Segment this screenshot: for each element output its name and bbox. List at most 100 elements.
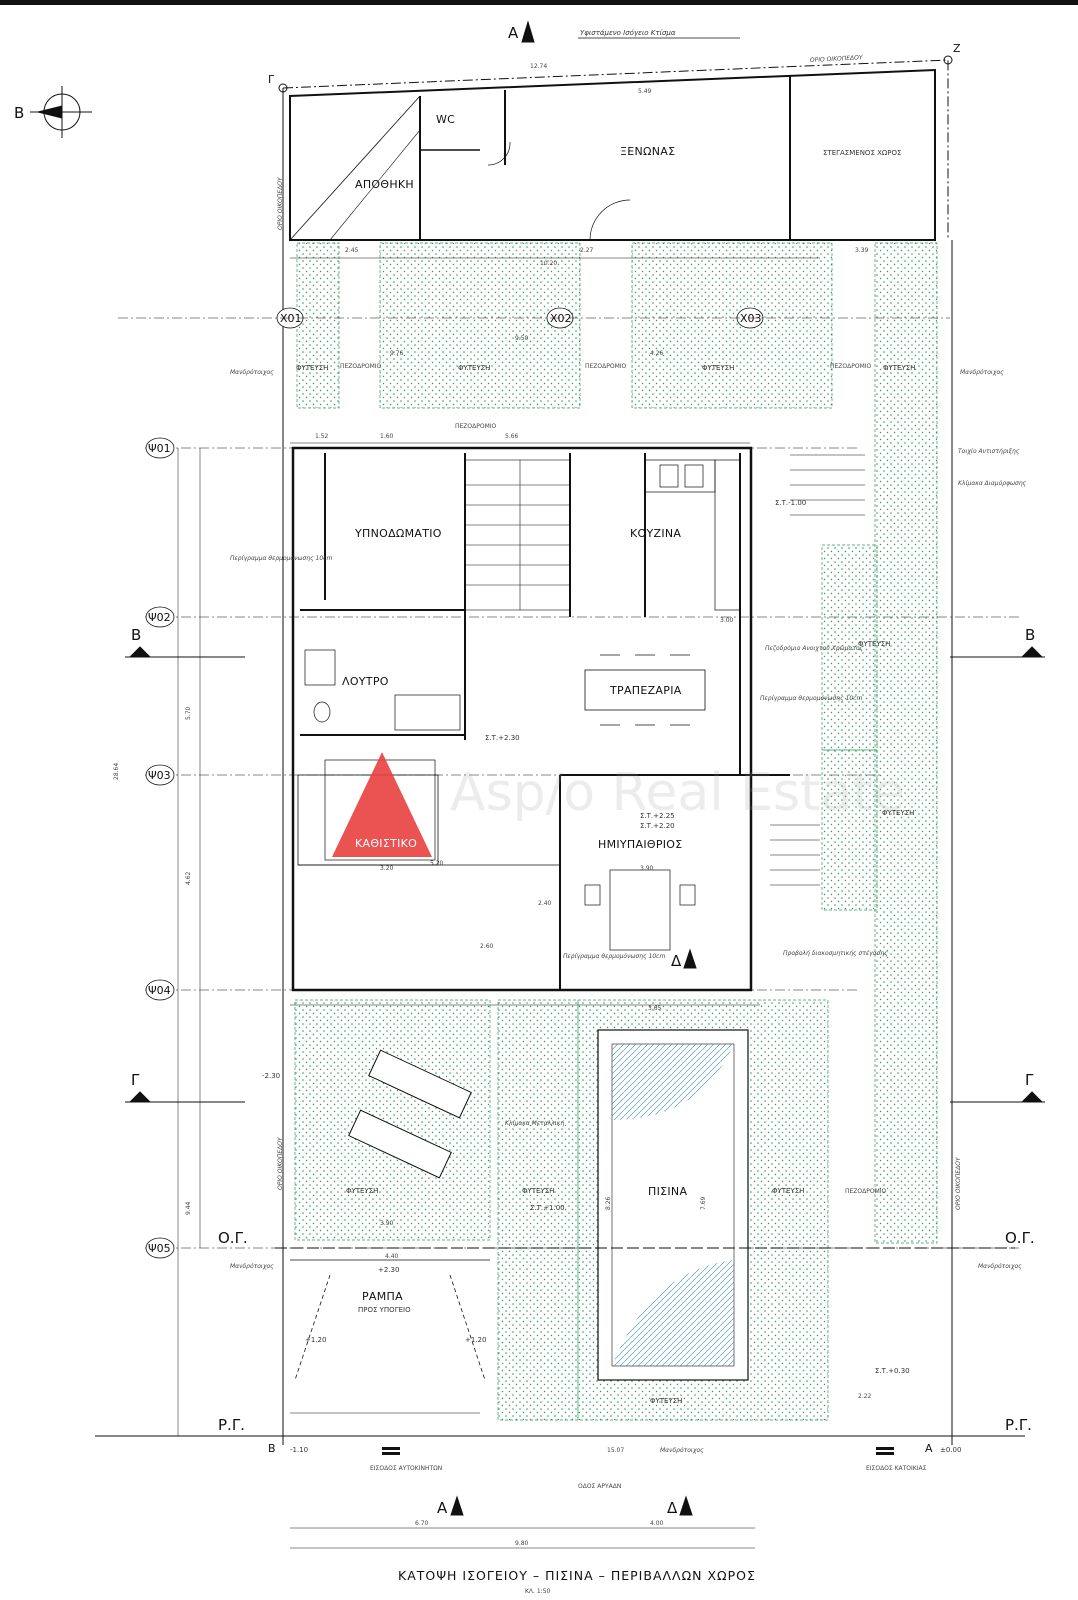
paving-label-4: ΠΕΖΟΔΡΟΜΙΟ: [455, 423, 497, 430]
kitchen-label: ΚΟΥΖΙΝΑ: [630, 527, 681, 540]
level-10: Σ.Τ.+1.00: [530, 1204, 565, 1212]
section-b-left: B: [131, 626, 141, 644]
planting-label-7: ΦΥΤΕΥΣΗ: [346, 1187, 378, 1195]
corner-z: Z: [953, 42, 961, 55]
semi-outdoor-label: ΗΜΙΥΠΑΙΘΡΙΟΣ: [598, 838, 683, 851]
plot-boundary-label-top: ΟΡΙΟ ΟΙΚΟΠΕΔΟΥ: [810, 54, 864, 64]
entrance-house: ΕΙΣΟΔΟΣ ΚΑΤΟΙΚΙΑΣ: [866, 1465, 927, 1472]
dim-14: 3.90: [640, 865, 654, 872]
sun-loungers: [348, 1049, 472, 1179]
axis-x02: X02: [550, 312, 572, 325]
existing-building: [289, 68, 936, 241]
dim-7: 9.50: [515, 335, 529, 342]
section-a-top: A: [508, 24, 519, 42]
plot-boundary-label-right: ΟΡΙΟ ΟΙΚΟΠΕΔΟΥ: [955, 1156, 962, 1210]
note-stair-shaping: Κλίμακα Διαμόρφωσης: [958, 480, 1027, 487]
dim-11: 1.52: [315, 433, 329, 440]
level-5: ±0.00: [940, 1446, 961, 1454]
axis-x03: X03: [740, 312, 762, 325]
level-8: Σ.Τ.+2.30: [485, 734, 520, 742]
dim-22: 5.70: [185, 706, 192, 720]
paving-label-1: ΠΕΖΟΔΡΟΜΙΟ: [340, 363, 382, 370]
external-stairs: [770, 454, 865, 886]
section-a-bottom: A: [437, 1499, 448, 1517]
living-room-label: ΚΑΘΙΣΤΙΚΟ: [355, 837, 417, 850]
ramp-sub-label: ΠΡΟΣ ΥΠΟΓΕΙΟ: [358, 1306, 411, 1314]
dim-20: 2.60: [480, 943, 494, 950]
dim-12: 1.60: [380, 433, 394, 440]
section-d-bottom: Δ: [667, 1499, 678, 1517]
dim-1: 12.74: [530, 63, 547, 70]
drawing-title: ΚΑΤΟΨΗ ΙΣΟΓΕΙΟΥ – ΠΙΣΙΝΑ – ΠΕΡΙΒΑΛΛΩΝ ΧΩ…: [398, 1568, 756, 1583]
dim-13: 3.20: [380, 865, 394, 872]
dim-19: 4.62: [185, 871, 192, 885]
note-wall-bottom: Μανδρότοιχος: [660, 1447, 704, 1454]
dim-30: 2.22: [858, 1393, 872, 1400]
level-7: Σ.Τ.-1.00: [775, 499, 806, 507]
section-b-right: B: [1025, 626, 1035, 644]
level-2: +1.20: [305, 1336, 326, 1344]
planting-label-8: ΦΥΤΕΥΣΗ: [522, 1187, 554, 1195]
dim-26: 4.00: [650, 1520, 664, 1527]
dim-16: 3.65: [648, 1005, 662, 1012]
planting-zone-right: [821, 544, 878, 911]
note-wall-left-1: Μανδρότοιχος: [230, 369, 274, 376]
bath-fixtures: [304, 649, 461, 731]
axis-y04: Ψ04: [148, 984, 171, 997]
dim-5: 3.39: [855, 247, 869, 254]
level-11: Σ.Τ.+0.30: [875, 1367, 910, 1375]
dim-28: 8.26: [605, 1196, 612, 1210]
dim-9: 9.76: [390, 350, 404, 357]
planting-label-10: ΦΥΤΕΥΣΗ: [650, 1397, 682, 1405]
paving-label-3: ΠΕΖΟΔΡΟΜΙΟ: [830, 363, 872, 370]
dim-18: 5.20: [430, 860, 444, 867]
pool-label: ΠΙΣΙΝΑ: [648, 1185, 687, 1198]
dim-8: 4.26: [650, 350, 664, 357]
note-insulation-1: Περίγραμμα θερμομόνωσης 10cm: [230, 555, 332, 562]
existing-building-label: Υφιστάμενο Ισόγειο Κτίσμα: [580, 29, 676, 37]
og-line-right: Ο.Γ.: [1005, 1229, 1035, 1247]
note-insulation-3: Περίγραμμα θερμομόνωσης 10cm: [563, 953, 665, 960]
note-retaining-wall: Τοιχίο Αντιστήριξης: [958, 448, 1020, 455]
corner-g: Γ: [268, 73, 275, 86]
dim-24: 9.80: [515, 1540, 529, 1547]
planting-label-4: ΦΥΤΕΥΣΗ: [883, 364, 915, 372]
covered-area-label: ΣΤΕΓΑΣΜΕΝΟΣ ΧΩΡΟΣ: [823, 149, 901, 157]
wc-label: WC: [436, 113, 455, 126]
dim-21: 9.44: [185, 1201, 192, 1215]
axis-y02: Ψ02: [148, 611, 171, 624]
corner-b: B: [268, 1442, 276, 1455]
kitchen-counter: [644, 459, 741, 611]
corner-a: A: [925, 1442, 933, 1455]
ramp: [290, 1259, 490, 1381]
note-wall-left-2: Μανδρότοιχος: [230, 1263, 274, 1270]
dim-29: 3.90: [380, 1220, 394, 1227]
axis-x01: X01: [280, 312, 302, 325]
dim-25: 6.70: [415, 1520, 429, 1527]
note-metal-stair: Κλίμακα Μεταλλική: [505, 1120, 564, 1127]
drawing-scale: ΚΛ. 1:50: [525, 1588, 551, 1595]
pool: [597, 1029, 749, 1381]
bath-label: ΛΟΥΤΡΟ: [342, 675, 389, 688]
dim-6: 10.20: [540, 260, 557, 267]
level-1: +2.30: [378, 1266, 399, 1274]
note-insulation-2: Περίγραμμα θερμομόνωσης 10cm: [760, 695, 862, 702]
planting-label-9: ΦΥΤΕΥΣΗ: [772, 1187, 804, 1195]
storage-label: ΑΠΟΘΗΚΗ: [355, 178, 414, 191]
axis-y-markers: [145, 437, 175, 1259]
dim-23: 4.40: [385, 1253, 399, 1260]
note-projection: Προβολή διακοσμητικής στέγασης: [783, 950, 888, 957]
plot-boundary-label-left-1: ΟΡΙΟ ΟΙΚΟΠΕΔΟΥ: [277, 176, 284, 230]
dim-17: 3.00: [720, 617, 734, 624]
dining-table: [584, 654, 706, 726]
axis-y03: Ψ03: [148, 769, 171, 782]
paving-label-5: ΠΕΖΟΔΡΟΜΙΟ: [845, 1188, 887, 1195]
note-wall-right-1: Μανδρότοιχος: [960, 369, 1004, 376]
dining-label: ΤΡΑΠΕΖΑΡΙΑ: [609, 684, 682, 697]
north-arrow-label: B: [14, 104, 24, 122]
level-9: Σ.Τ.+2.25: [640, 812, 675, 820]
og-line-left: Ο.Γ.: [218, 1229, 248, 1247]
dim-10: 5.66: [505, 433, 519, 440]
planting-label-2: ΦΥΤΕΥΣΗ: [458, 364, 490, 372]
